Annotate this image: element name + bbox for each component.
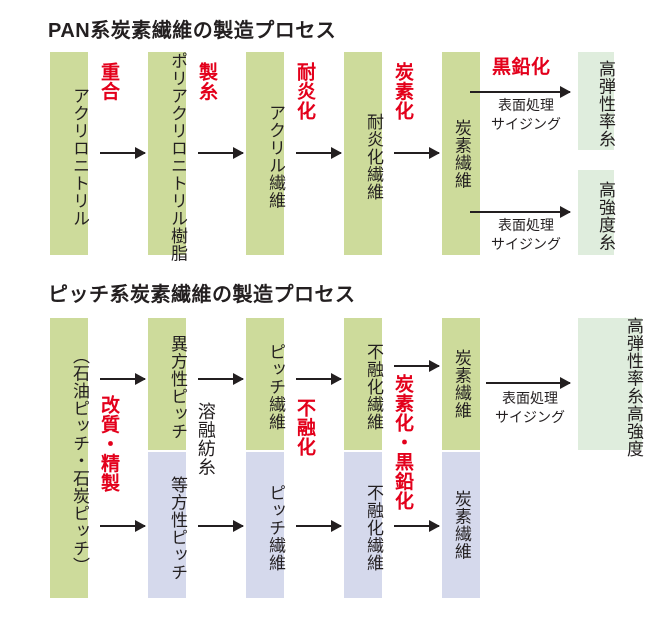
treatment-label-lower-line2: サイジング [491, 236, 561, 252]
arrow-2-3-lower [296, 520, 342, 532]
box-pan-resin: ポリアクリロニトリル樹脂 [148, 52, 187, 262]
treatment-label-lower-line1: 表面処理 [498, 217, 554, 233]
treatment-label-upper-line1: 表面処理 [498, 97, 554, 113]
arrow-1-3 [296, 147, 342, 159]
box-high-modulus-yarn: 高弾性率糸 [578, 52, 615, 150]
arrow-1-1 [100, 147, 146, 159]
treatment-label-2-line1: 表面処理 [502, 390, 558, 406]
box-acrylonitrile: アクリロニトリル [50, 52, 89, 255]
box-infusible-fiber-lower: 不融化繊維 [344, 452, 383, 598]
box-oxidized-fiber: 耐炎化繊維 [344, 52, 383, 255]
box-acrylic-fiber: アクリル繊維 [246, 52, 285, 255]
process-label-refining: 改質・精製 [97, 395, 119, 493]
box-carbon-fiber-upper: 炭素繊維 [442, 318, 480, 450]
process-label-melt-spinning: 溶融紡糸 [195, 402, 216, 476]
process-label-oxidation: 耐炎化 [293, 62, 315, 121]
box-high-strength-yarn: 高強度糸 [578, 170, 615, 255]
treatment-label-2-line2: サイジング [495, 409, 565, 425]
box-high-strength-high-modulus-yarn: 高強度 高弾性率糸 [578, 317, 643, 457]
box-isotropic-pitch: 等方性ピッチ [148, 452, 187, 598]
arrow-2-4-upper [394, 360, 440, 372]
arrow-1-branch-lower [470, 206, 571, 218]
box-label-col-right: 高強度 [624, 404, 643, 458]
arrow-2-1-upper [100, 373, 146, 385]
arrow-2-branch [486, 377, 571, 389]
arrow-1-2 [198, 147, 244, 159]
process-label-polymerization: 重合 [97, 62, 119, 101]
arrow-2-1-lower [100, 520, 146, 532]
diagram1-title: PAN系炭素繊維の製造プロセス [48, 20, 337, 42]
arrow-1-branch-upper [470, 86, 571, 98]
box-pitch-fiber-upper: ピッチ繊維 [246, 318, 285, 450]
arrow-2-3-upper [296, 373, 342, 385]
box-infusible-fiber-upper: 不融化繊維 [344, 318, 383, 450]
arrow-1-4 [394, 147, 440, 159]
box-anisotropic-pitch: 異方性ピッチ [148, 318, 187, 450]
box-carbon-fiber: 炭素繊維 [442, 52, 480, 255]
process-label-carbonization-graphitization: 炭素化・黒鉛化 [391, 374, 413, 511]
box-pitch-source: （石油ピッチ・石炭ピッチ） [50, 318, 89, 598]
process-label-infusibilization: 不融化 [293, 398, 315, 457]
box-carbon-fiber-lower: 炭素繊維 [442, 452, 480, 598]
process-label-spinning: 製糸 [195, 62, 217, 101]
arrow-2-2-upper [198, 373, 244, 385]
box-label-col-left: 高弾性率糸 [624, 317, 643, 405]
process-label-carbonization: 炭素化 [391, 62, 413, 121]
arrow-2-4-lower [394, 520, 440, 532]
diagram2-title: ピッチ系炭素繊維の製造プロセス [48, 284, 356, 306]
process-label-graphitization: 黒鉛化 [492, 57, 551, 78]
treatment-label-upper-line2: サイジング [491, 116, 561, 132]
arrow-2-2-lower [198, 520, 244, 532]
box-pitch-fiber-lower: ピッチ繊維 [246, 452, 285, 598]
